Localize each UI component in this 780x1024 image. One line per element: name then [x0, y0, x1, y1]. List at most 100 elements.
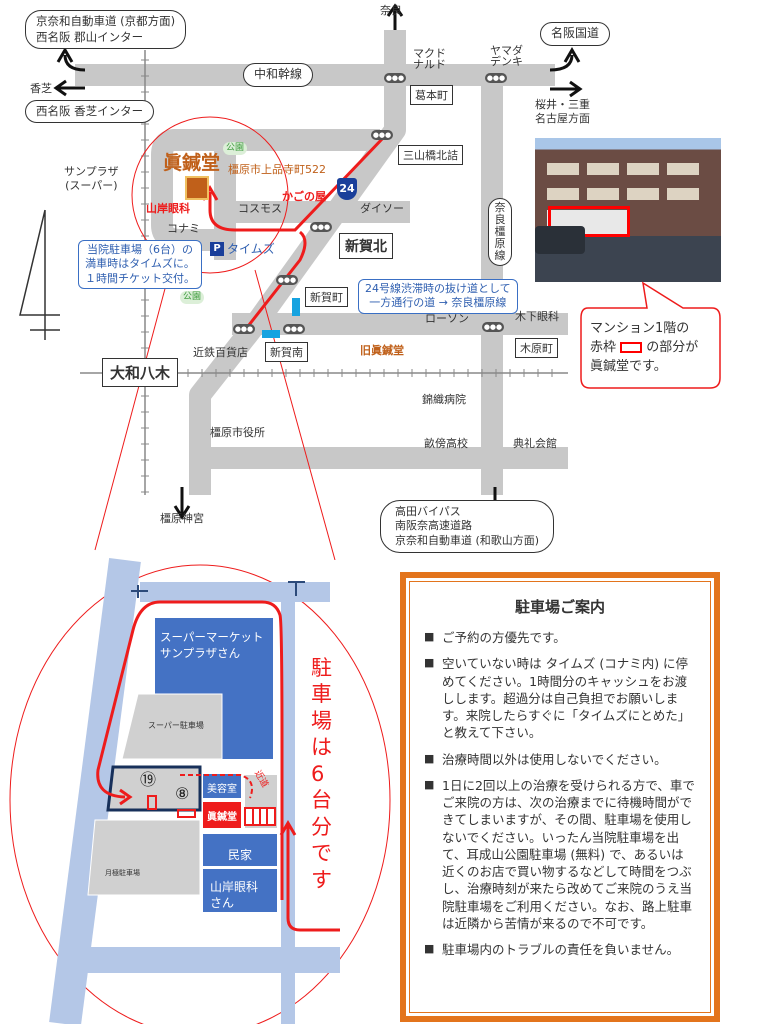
arrow-sakurai-icon	[550, 80, 583, 98]
lawson-label: ローソン	[425, 312, 469, 325]
dest-kyoto-pill: 京奈和自動車道 (京都方面)西名阪 郡山インター	[25, 10, 187, 50]
yamada-label: ヤマダデンキ	[490, 45, 523, 67]
parking-rules-panel: 駐車場ご案内 ご予約の方優先です。 空いていない時は タイムズ (コナミ内) に…	[400, 572, 720, 1022]
label-line: スーパーマーケット	[160, 630, 264, 644]
clinic-frame-highlight	[548, 206, 630, 237]
arrow-meihan-icon	[549, 47, 581, 72]
label-line: ヤマダ	[490, 44, 523, 57]
rule-item: 1日に2回以上の治療を受けられる方で、車でご来院の方は、次の治療までに待機時間が…	[424, 777, 696, 932]
signal-icon: ●●●	[276, 275, 298, 285]
label-line: さん	[210, 895, 235, 910]
times-note: 当院駐車場（6台）の満車時はタイムズに。１時間チケット交付。	[78, 240, 202, 289]
space-8-label: ⑧	[175, 784, 190, 803]
label-line: 南阪奈高速道路	[395, 519, 472, 533]
signal-icon: ●●●	[310, 222, 332, 232]
mcd-label: マクドナルド	[413, 48, 446, 70]
bypass-note: 24号線渋滞時の抜け道として一方通行の道 → 奈良橿原線	[358, 279, 518, 314]
dest-label: 西名阪 郡山インター	[36, 29, 144, 44]
label-line: 赤枠	[590, 339, 617, 355]
label-line: マンション1階の	[590, 321, 690, 336]
cosmos-label: コスモス	[238, 202, 282, 215]
rule-item: 駐車場内のトラブルの責任を負いません。	[424, 941, 696, 958]
loop-road	[151, 129, 380, 251]
six-cars-label: 駐車場は6台分です	[311, 656, 332, 892]
yamagishi-label: 山岸眼科	[146, 202, 190, 215]
parking-p-icon: P	[210, 242, 224, 256]
sunplaza-label: サンプラザ(スーパー)	[64, 165, 119, 194]
house-label: 民家	[227, 848, 252, 862]
label-line: １時間チケット交付。	[85, 271, 195, 285]
label-line: 24号線渋滞時の抜け道として	[365, 282, 511, 295]
clinic-address: 橿原市上品寺町522	[228, 163, 326, 176]
label-line: 満車時はタイムズに。	[85, 257, 195, 271]
kintetsu-label: 近鉄百貨店	[193, 346, 248, 359]
old-clinic-label: 旧眞鍼堂	[360, 344, 404, 357]
kinoshita-label: 木下眼科	[515, 310, 559, 323]
supermarket-label: スーパーマーケットサンプラザさん	[160, 630, 263, 661]
oneway-down-icon	[292, 298, 300, 316]
monthly-parking-label: 月極駐車場	[105, 869, 140, 877]
kashiba-label: 香芝	[30, 82, 52, 95]
chuwa-pill: 中和幹線	[243, 63, 314, 87]
label-line: 山岸眼科	[210, 880, 259, 894]
meihan-pill: 名阪国道	[540, 22, 611, 46]
signal-icon: ●●●	[371, 130, 393, 140]
label-line: ナルド	[413, 58, 446, 71]
arrow-jingu-icon	[173, 487, 191, 520]
rule-item: 治療時間以外は使用しないでください。	[424, 751, 696, 768]
signal-icon: ●●●	[485, 73, 507, 83]
label-line: サンプラザ	[64, 165, 119, 178]
times-label: タイムズ	[227, 242, 275, 256]
jingu-label: 橿原神宮	[160, 512, 204, 525]
daiso-label: ダイソー	[360, 202, 404, 215]
north-compass-icon	[19, 209, 60, 340]
building-photo	[535, 138, 721, 282]
label-line: 京奈和自動車道 (和歌山方面)	[395, 533, 540, 547]
label-line: 高田バイパス	[395, 505, 461, 518]
signal-icon: ●●●	[384, 73, 406, 83]
salon-label: 美容室	[207, 784, 237, 795]
red-frame-icon	[620, 341, 643, 353]
parking-route	[96, 600, 284, 900]
clinic-parking-label: 眞鍼堂	[207, 812, 237, 823]
clinic-name: 眞鍼堂	[163, 152, 221, 174]
konami-label: コナミ	[167, 222, 200, 235]
tenrei-label: 典礼会館	[513, 437, 557, 450]
eye-clinic-label: 山岸眼科さん	[210, 880, 258, 911]
shinga-cho-label: 新賀町	[305, 287, 348, 307]
sakurai-label: 桜井・三重名古屋方面	[535, 98, 590, 127]
dest-label: 京奈和自動車道 (京都方面)	[36, 14, 176, 28]
signal-icon: ●●●	[482, 322, 504, 332]
park-label: 公園	[180, 291, 205, 304]
oneway-left-icon	[262, 330, 280, 338]
kashiba-ic-pill: 西名阪 香芝インター	[25, 100, 155, 123]
naraline-pill: 奈良橿原線	[488, 198, 512, 267]
sanyama-label: 三山橋北詰	[398, 145, 463, 165]
zoom-circle	[131, 116, 289, 274]
kinshoku-label: 錦織病院	[422, 393, 466, 406]
rules-title: 駐車場ご案内	[514, 598, 605, 616]
super-parking-label: スーパー駐車場	[148, 721, 204, 730]
photo-callout-text: マンション1階の 赤枠 の部分が 眞鍼堂です。	[590, 320, 698, 377]
kagonoya-label: かごの屋	[282, 190, 326, 203]
label-line: サンプラザさん	[160, 645, 241, 660]
label-line: 一方通行の道 → 奈良橿原線	[369, 296, 507, 310]
shinga-minami-label: 新賀南	[265, 342, 308, 362]
rule-item: ご予約の方優先です。	[424, 629, 696, 646]
park-label: 公園	[223, 142, 248, 155]
arrow-kashiba-icon	[53, 79, 85, 97]
nara-label: 奈良	[380, 4, 402, 17]
label-line: 名古屋方面	[535, 112, 590, 126]
yamato-yagi-station: 大和八木	[102, 358, 179, 387]
label-line: 当院駐車場（6台）の	[87, 243, 193, 256]
rule-item: 空いていない時は タイムズ (コナミ内) に停めてください。1時間分のキャッシュ…	[424, 655, 696, 741]
photo-callout	[580, 281, 721, 389]
label-line: 眞鍼堂です。	[590, 358, 667, 374]
city-hall-label: 橿原市役所	[210, 426, 265, 439]
label-line: 桜井・三重	[535, 98, 590, 111]
label-line: (スーパー)	[65, 179, 118, 193]
signal-icon: ●●●	[233, 324, 255, 334]
arrow-north-icon	[386, 3, 404, 30]
label-line: マクド	[413, 47, 446, 60]
kuzumoto-label: 葛本町	[410, 85, 453, 105]
